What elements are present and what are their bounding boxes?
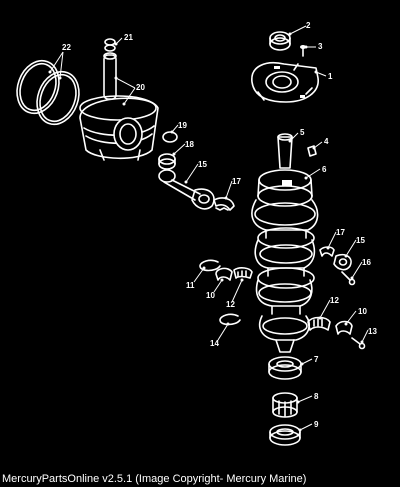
screw-3-part[interactable]	[300, 45, 306, 57]
crankshaft-6-part[interactable]	[251, 169, 319, 353]
pin-lock-ring-part[interactable]	[104, 38, 116, 52]
exploded-parts-diagram: 1 2 3 4 5 6 7 8 9 10 10 11 12 12 13 14 1…	[10, 21, 377, 446]
callout-12-left: 12	[226, 300, 235, 309]
needle-bearing-18-part[interactable]	[158, 153, 176, 170]
callout-19: 19	[178, 121, 187, 130]
copyright-caption: MercuryPartsOnline v2.5.1 (Image Copyrig…	[2, 473, 307, 485]
callout-13: 13	[368, 327, 377, 336]
retaining-ring-11-part[interactable]	[199, 259, 221, 272]
callout-20: 20	[136, 83, 145, 92]
needle-cage-12-right-part[interactable]	[307, 316, 331, 331]
callout-15-right: 15	[356, 236, 365, 245]
callout-7: 7	[314, 355, 319, 364]
piston-rings-part[interactable]	[10, 55, 86, 130]
needle-cage-12-left-part[interactable]	[233, 267, 253, 279]
callout-3: 3	[318, 42, 323, 51]
leader-lines	[48, 25, 369, 432]
callout-14: 14	[210, 339, 219, 348]
connecting-rod-right-part[interactable]	[333, 253, 352, 271]
end-cap-1-part[interactable]	[251, 62, 319, 103]
callout-10-right: 10	[358, 307, 367, 316]
callout-12-right: 12	[330, 296, 339, 305]
callout-17-right: 17	[336, 228, 345, 237]
callout-4: 4	[324, 137, 329, 146]
bearing-17-left-part[interactable]	[213, 197, 235, 211]
callout-numbers: 1 2 3 4 5 6 7 8 9 10 10 11 12 12 13 14 1…	[62, 21, 377, 429]
piston-pin-part[interactable]	[103, 52, 117, 100]
callout-11: 11	[186, 281, 195, 290]
callout-2: 2	[306, 21, 311, 30]
seal-9-part[interactable]	[269, 424, 301, 446]
callout-6: 6	[322, 165, 327, 174]
crank-journal-5-part[interactable]	[277, 133, 293, 169]
callout-8: 8	[314, 392, 319, 401]
race-10-left-part[interactable]	[215, 267, 233, 281]
callout-10-left: 10	[206, 291, 215, 300]
roller-bearing-8-part[interactable]	[272, 392, 298, 418]
lower-bearing-7-part[interactable]	[268, 356, 302, 380]
callout-1: 1	[328, 72, 333, 81]
callout-16: 16	[362, 258, 371, 267]
race-10-right-part[interactable]	[335, 320, 353, 335]
callout-21: 21	[124, 33, 133, 42]
retaining-ring-14-part[interactable]	[219, 313, 241, 326]
connecting-rod-left-part[interactable]	[158, 169, 215, 210]
oil-seal-2-part[interactable]	[269, 31, 291, 51]
bearing-17-right-part[interactable]	[319, 246, 335, 257]
piston-part[interactable]	[79, 95, 159, 161]
callout-9: 9	[314, 420, 319, 429]
washer-19-part[interactable]	[162, 131, 178, 143]
callout-17-left: 17	[232, 177, 241, 186]
callout-5: 5	[300, 128, 305, 137]
key-4-part[interactable]	[307, 145, 317, 157]
callout-22: 22	[62, 43, 71, 52]
callout-15-left: 15	[198, 160, 207, 169]
callout-18: 18	[185, 140, 194, 149]
